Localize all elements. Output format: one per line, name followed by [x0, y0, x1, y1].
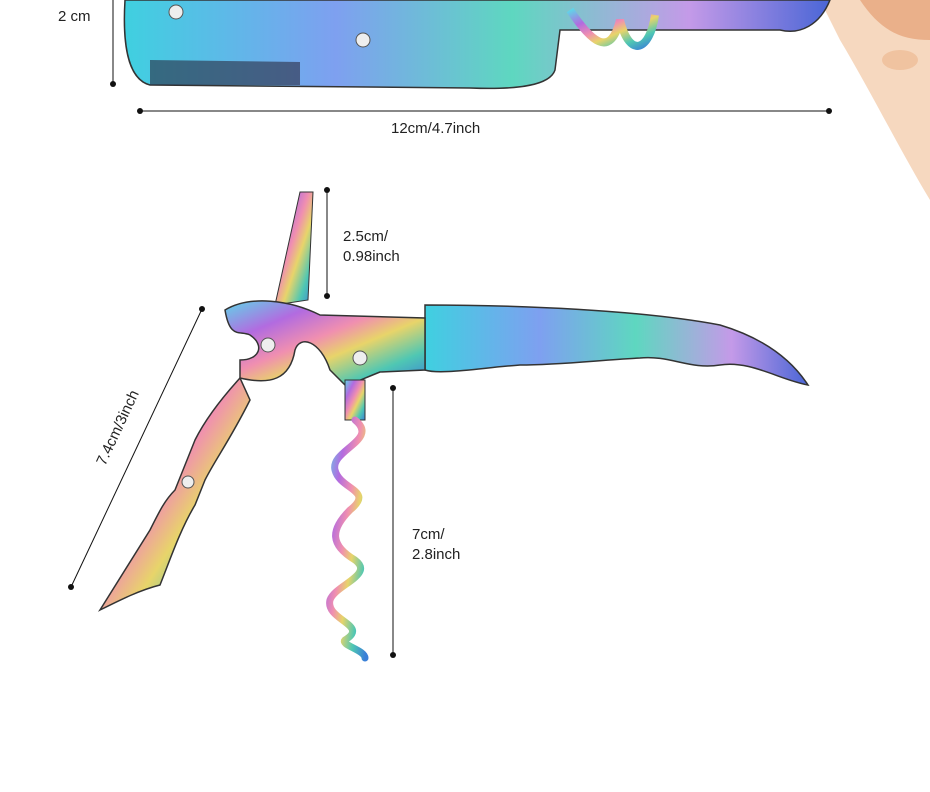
length-dimension-line: [137, 108, 832, 114]
height-dimension-line: [110, 0, 116, 87]
worm-label-line2: 2.8inch: [412, 546, 461, 563]
blade-label: 2.5cm/ 0.98inch: [343, 227, 400, 267]
top-corkscrew-image: [123, 0, 831, 90]
worm-label: 7cm/ 2.8inch: [412, 525, 460, 565]
height-label: 2 cm: [58, 8, 91, 25]
blade-label-line2: 0.98inch: [343, 248, 400, 265]
lever-dimension-line: [68, 306, 205, 590]
main-corkscrew-image: [97, 191, 810, 662]
worm-dimension-line: [390, 385, 396, 658]
blade-label-line1: 2.5cm/: [343, 228, 389, 245]
blade-dimension-line: [324, 187, 330, 299]
background-hand-photo: [820, 0, 930, 200]
worm-label-line1: 7cm/: [412, 526, 445, 543]
length-label: 12cm/4.7inch: [391, 120, 481, 137]
